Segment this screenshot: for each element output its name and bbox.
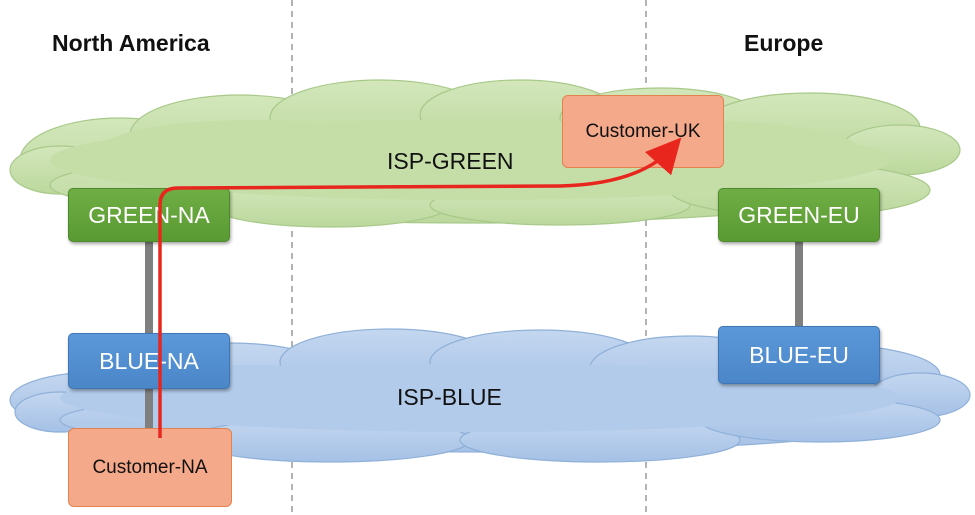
router-blue-eu[interactable]: BLUE-EU xyxy=(718,326,880,384)
router-green-na-label: GREEN-NA xyxy=(88,201,210,228)
router-blue-na[interactable]: BLUE-NA xyxy=(68,333,230,389)
isp-blue-label: ISP-BLUE xyxy=(397,384,502,410)
customer-na-label: Customer-NA xyxy=(92,456,208,478)
router-green-na[interactable]: GREEN-NA xyxy=(68,188,230,242)
router-blue-eu-label: BLUE-EU xyxy=(749,341,849,368)
router-green-eu-label: GREEN-EU xyxy=(738,201,860,228)
router-blue-na-label: BLUE-NA xyxy=(99,347,199,374)
customer-uk[interactable]: Customer-UK xyxy=(562,95,724,168)
isp-green-label: ISP-GREEN xyxy=(387,148,514,174)
region-label-europe: Europe xyxy=(744,30,824,56)
link-eu xyxy=(795,240,803,330)
customer-na[interactable]: Customer-NA xyxy=(68,428,232,507)
customer-uk-label: Customer-UK xyxy=(585,120,701,142)
region-label-north-america: North America xyxy=(52,30,210,56)
router-green-eu[interactable]: GREEN-EU xyxy=(718,188,880,242)
